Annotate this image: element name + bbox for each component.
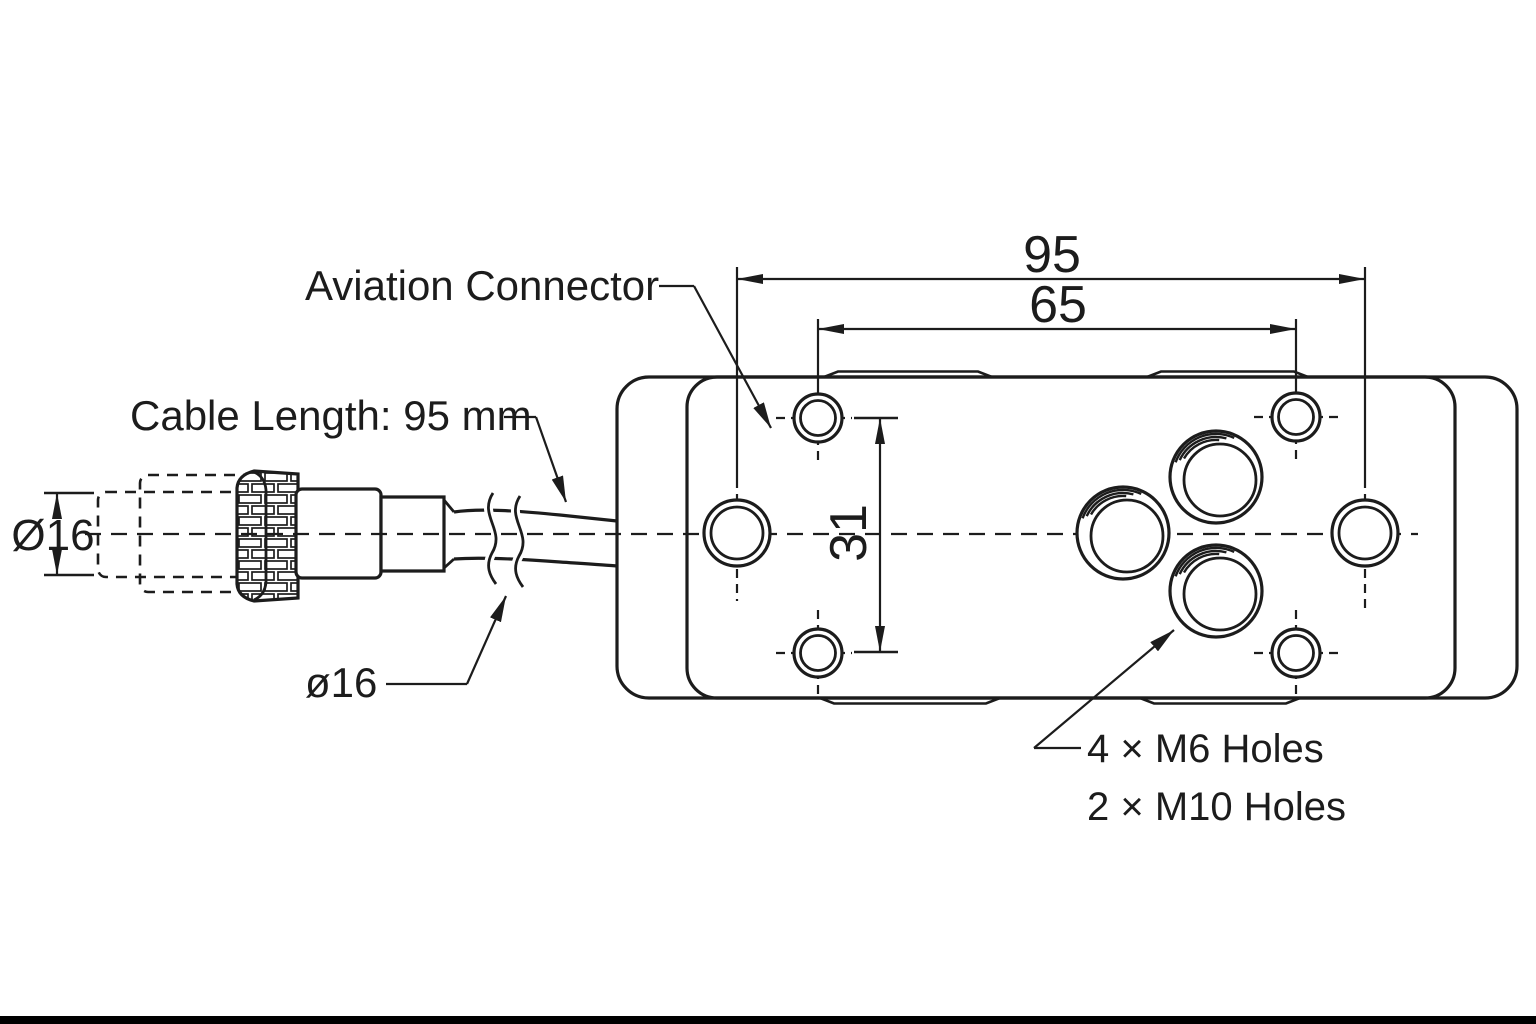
dimension-arrow <box>875 626 885 652</box>
dimension-arrow <box>1339 274 1365 284</box>
m10-hole-right <box>1330 498 1400 568</box>
dimension-arrow <box>818 324 844 334</box>
aviation-connector-text: Aviation Connector <box>305 262 659 309</box>
leader-arrow <box>534 416 568 503</box>
dimension-text-connector-diameter: Ø16 <box>11 511 94 560</box>
leader-arrow <box>693 285 772 429</box>
m6-hole-bottom-right <box>1270 627 1322 679</box>
label-hole-callouts: 4 × M6 Holes 2 × M10 Holes <box>1033 629 1346 829</box>
dimension-arrow <box>737 274 763 284</box>
bottom-edge-tab-left <box>819 696 1001 705</box>
dimension-hole-spacing-vertical: 31 <box>820 416 898 654</box>
dimension-arrow <box>52 493 62 519</box>
bottom-border-bar <box>0 1016 1536 1024</box>
mounting-holes <box>702 391 1400 679</box>
dimension-text-31: 31 <box>820 504 878 562</box>
m6-holes-text: 4 × M6 Holes <box>1087 727 1324 771</box>
body-inner-panel-outline <box>685 375 1457 700</box>
top-edge-tab-right <box>1146 370 1309 379</box>
m6-hole-top-right <box>1270 391 1322 443</box>
threaded-hole-bottom <box>1168 543 1264 639</box>
leader-arrow <box>465 595 508 685</box>
strain-relief-taper <box>442 499 456 570</box>
dimension-arrow <box>875 418 885 444</box>
m10-holes-text: 2 × M10 Holes <box>1087 785 1346 829</box>
dimension-arrow <box>52 549 62 575</box>
cable-break-symbol <box>514 495 525 588</box>
cable-break-symbol <box>487 492 498 585</box>
threaded-hole-top <box>1168 429 1264 525</box>
label-cable-diameter: ø16 <box>305 595 508 706</box>
dimension-connector-diameter: Ø16 <box>11 491 95 577</box>
knurled-ring-rim-arc <box>253 470 268 602</box>
threaded-hole-left <box>1075 485 1171 581</box>
dimension-arrow <box>1270 324 1296 334</box>
knurled-ring <box>235 469 300 603</box>
aviation-connector-side-view <box>96 469 618 603</box>
m6-hole-bottom-left <box>792 627 844 679</box>
m6-hole-top-left <box>792 392 844 444</box>
m10-hole-left <box>702 498 772 568</box>
cable-diameter-text: ø16 <box>305 659 377 706</box>
cable-length-text: Cable Length: 95 mm <box>130 392 532 439</box>
top-edge-tab-left <box>823 370 993 379</box>
dimension-overall-width: 95 <box>735 226 1367 479</box>
label-cable-length: Cable Length: 95 mm <box>130 392 568 503</box>
dimension-text-95: 95 <box>1023 226 1081 284</box>
cable <box>453 490 618 590</box>
device-top-view <box>615 370 1519 705</box>
dimension-text-65: 65 <box>1029 276 1087 334</box>
leader-arrow <box>1033 629 1175 749</box>
label-aviation-connector: Aviation Connector <box>305 262 772 429</box>
bottom-edge-tab-right <box>1139 696 1301 705</box>
dimension-hole-spacing-horizontal: 65 <box>816 276 1298 391</box>
